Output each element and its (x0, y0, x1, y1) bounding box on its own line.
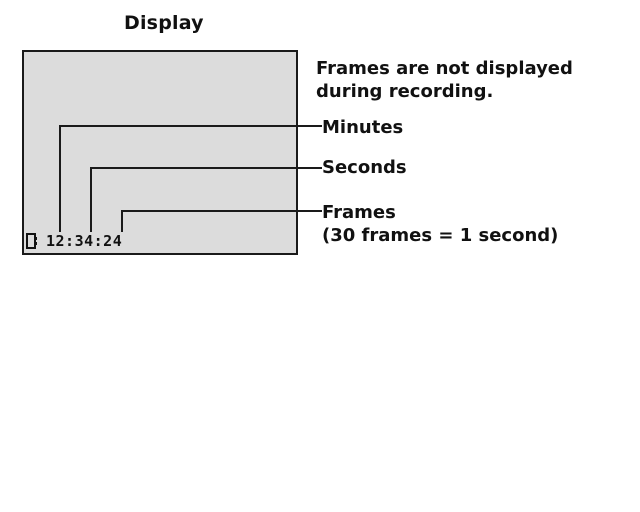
minutes-label: Minutes (322, 116, 403, 139)
frames-label-text: Frames (322, 202, 396, 223)
frames-note-line-2: during recording. (316, 81, 494, 102)
time-code-value: 12:34:24 (46, 232, 123, 250)
display-screen (22, 50, 298, 255)
tape-cassette-icon (26, 233, 37, 249)
frames-label: Frames (30 frames = 1 second) (322, 201, 558, 247)
time-code-readout: 12:34:24 (26, 232, 122, 250)
seconds-label-text: Seconds (322, 157, 407, 178)
frames-note: Frames are not displayed during recordin… (316, 57, 573, 103)
diagram-title: Display (124, 12, 204, 34)
minutes-label-text: Minutes (322, 117, 404, 138)
frames-rate-note: (30 frames = 1 second) (322, 225, 559, 246)
frames-note-line-1: Frames are not displayed (316, 58, 573, 79)
seconds-label: Seconds (322, 156, 407, 179)
